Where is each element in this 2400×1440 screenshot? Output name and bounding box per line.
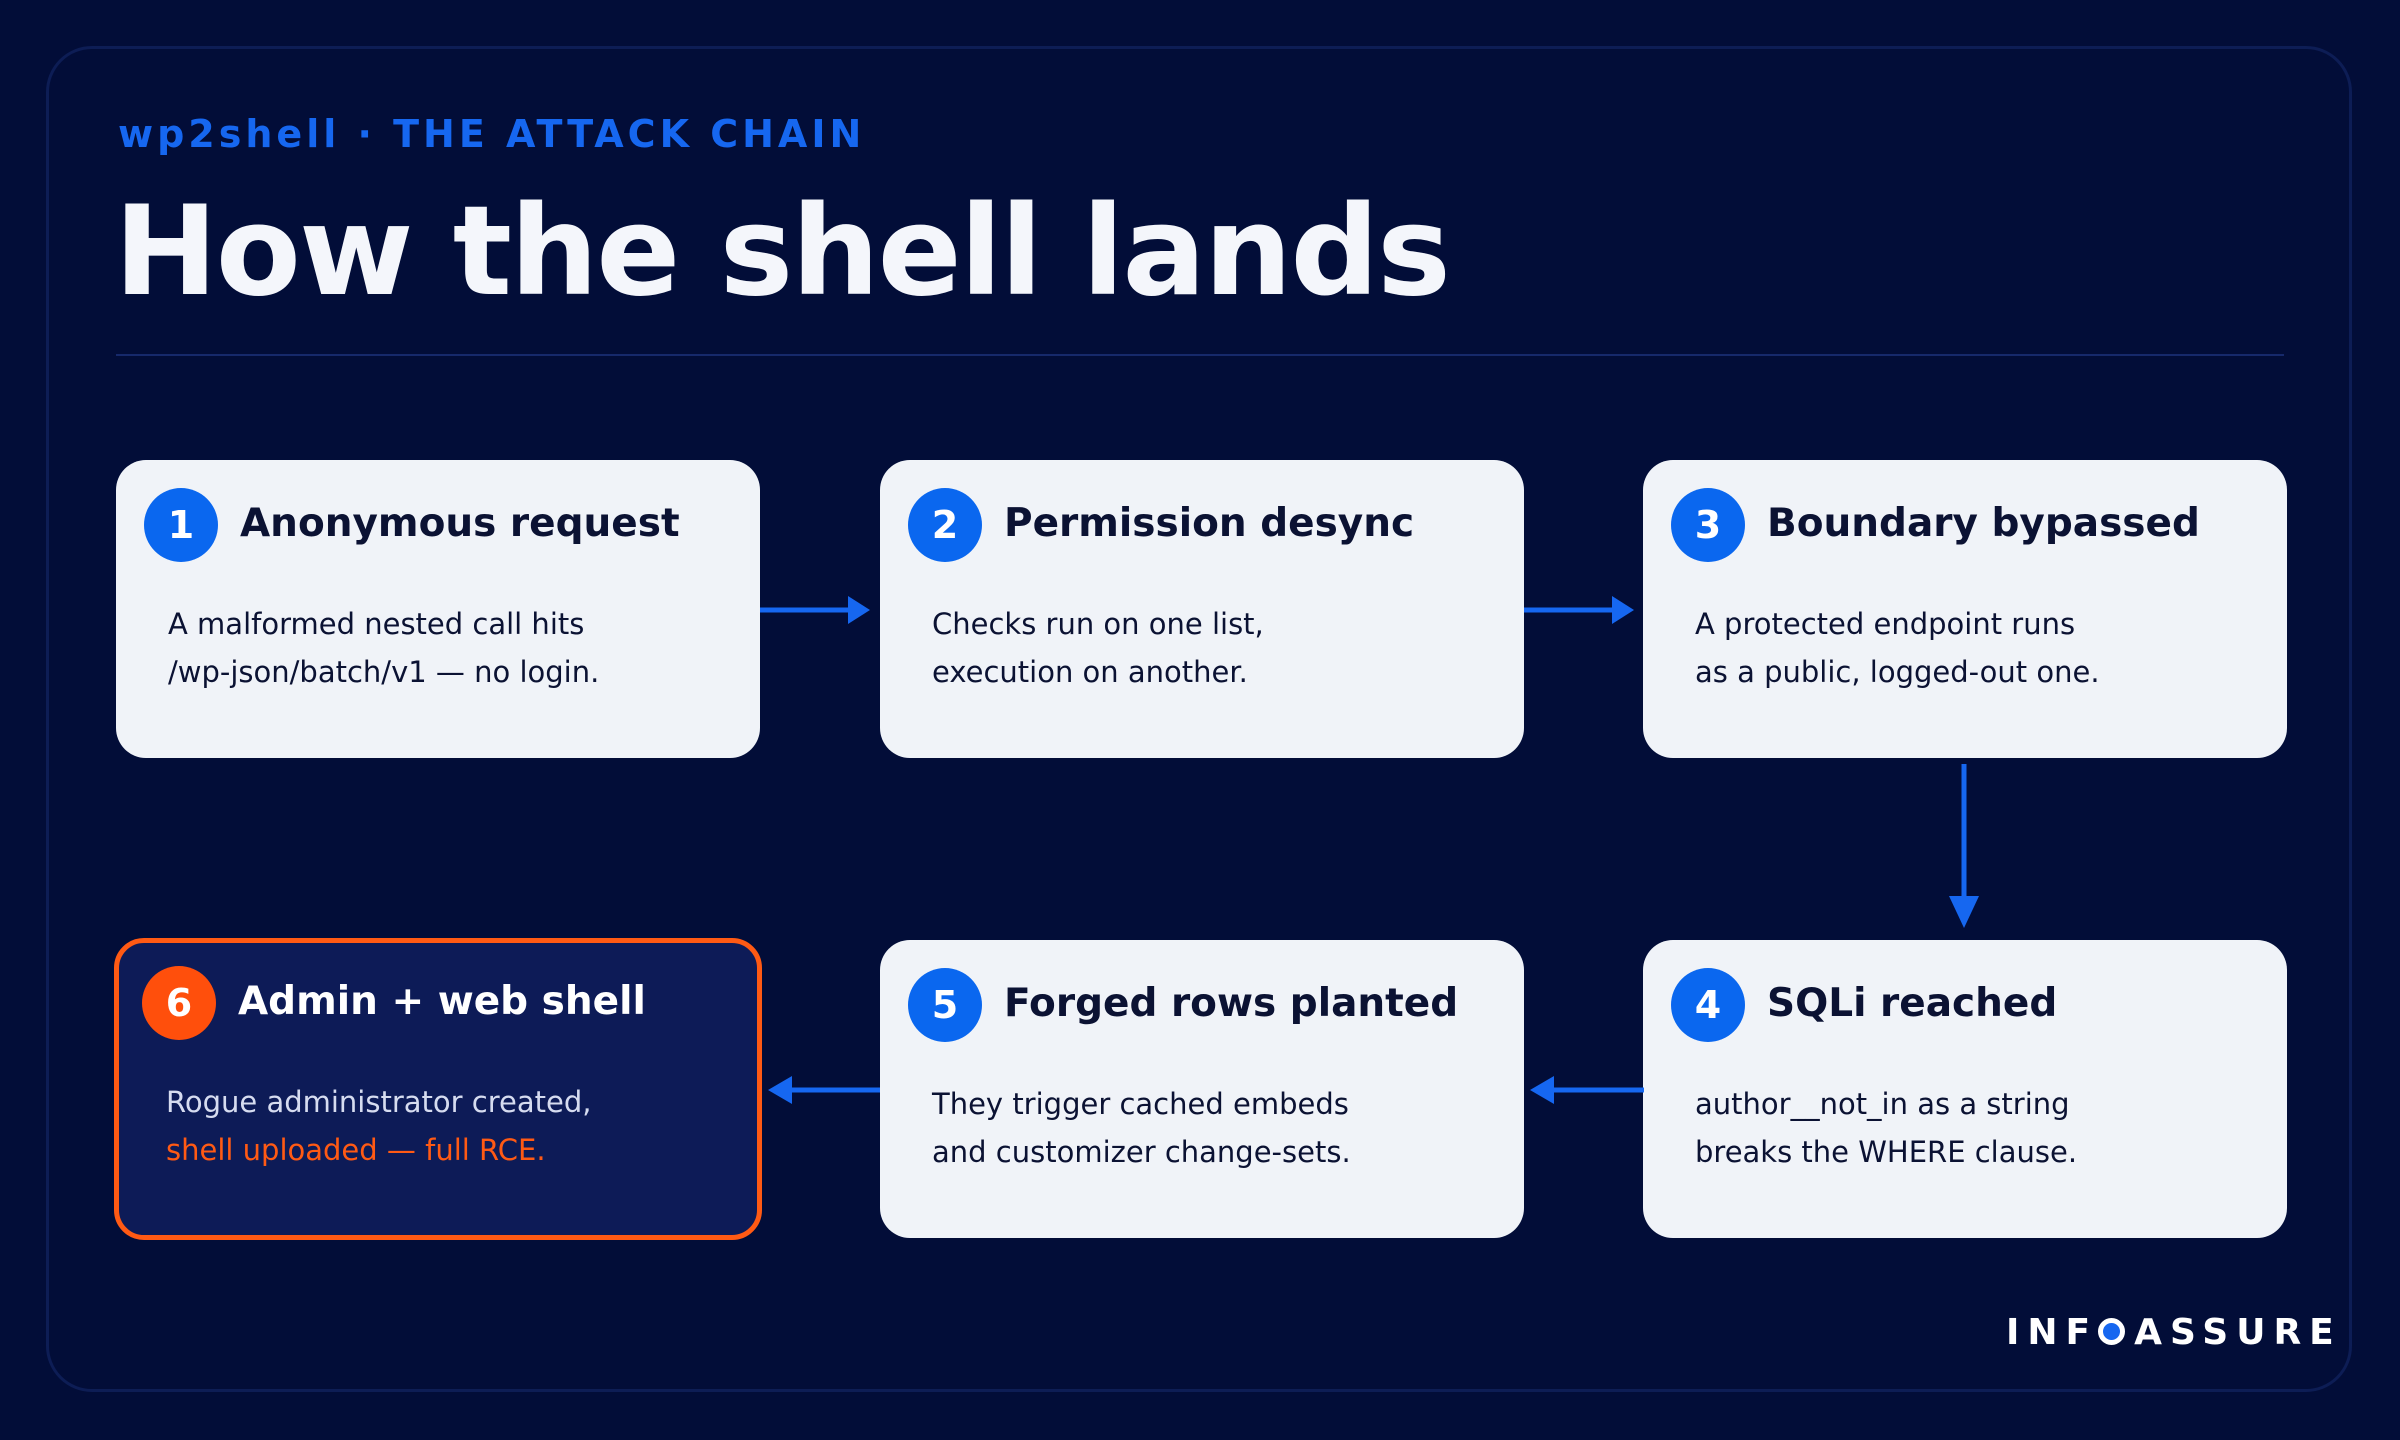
step-description: Rogue administrator created,shell upload…	[166, 1085, 592, 1167]
step-number-badge: 3	[1671, 488, 1745, 562]
step-title: Admin + web shell	[238, 979, 646, 1024]
step-card-5: 5 Forged rows planted They trigger cache…	[880, 940, 1524, 1238]
step-title: Boundary bypassed	[1767, 501, 2200, 546]
step-number-badge: 1	[144, 488, 218, 562]
step-card-3: 3 Boundary bypassed A protected endpoint…	[1643, 460, 2287, 758]
step-title: Permission desync	[1004, 501, 1415, 546]
step-title: Anonymous request	[240, 501, 680, 546]
logo-dot-icon	[2098, 1317, 2126, 1345]
step-number-badge: 5	[908, 968, 982, 1042]
step-number-badge: 4	[1671, 968, 1745, 1042]
step-card-4: 4 SQLi reached author__not_in as a strin…	[1643, 940, 2287, 1238]
arrow-right-icon	[1524, 596, 1634, 624]
step-description: A malformed nested call hits/wp-json/bat…	[168, 607, 600, 689]
frame	[46, 46, 2352, 1392]
step-card-1: 1 Anonymous request A malformed nested c…	[116, 460, 760, 758]
arrow-left-icon	[768, 1076, 880, 1104]
page-title: How the shell lands	[114, 180, 1451, 324]
arrow-down-icon	[1949, 764, 1979, 928]
step-number-badge: 2	[908, 488, 982, 562]
step-title: SQLi reached	[1767, 981, 2058, 1026]
step-number-badge: 6	[142, 966, 216, 1040]
arrow-left-icon	[1530, 1076, 1644, 1104]
divider	[116, 354, 2284, 356]
eyebrow: wp2shell · THE ATTACK CHAIN	[118, 112, 866, 156]
step-description: Checks run on one list,execution on anot…	[932, 607, 1264, 689]
step-title: Forged rows planted	[1004, 981, 1459, 1026]
step-card-2: 2 Permission desync Checks run on one li…	[880, 460, 1524, 758]
arrow-right-icon	[760, 596, 870, 624]
step-card-6: 6 Admin + web shell Rogue administrator …	[114, 938, 762, 1240]
